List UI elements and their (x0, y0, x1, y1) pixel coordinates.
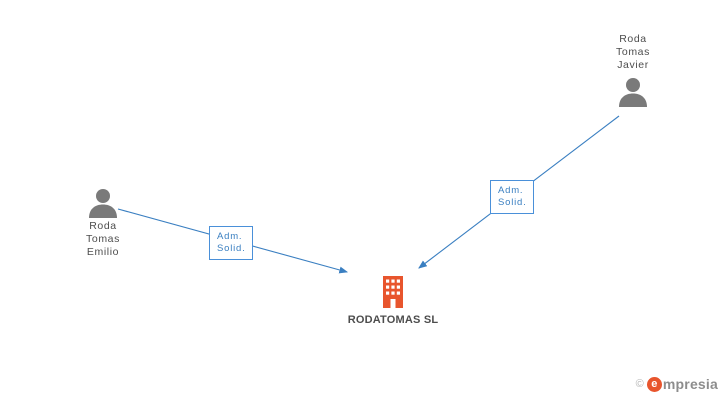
edge-label-javier[interactable]: Adm. Solid. (490, 180, 534, 214)
node-person-roda-tomas-emilio[interactable]: Roda Tomas Emilio (58, 188, 148, 259)
person-label: Roda Tomas Javier (616, 33, 650, 71)
watermark: © e mpresia (636, 376, 718, 392)
person-icon (89, 189, 117, 218)
edge-label-emilio[interactable]: Adm. Solid. (209, 226, 253, 260)
building-icon (383, 276, 403, 308)
person-icon (619, 78, 647, 107)
node-company-rodatomas-sl[interactable]: RODATOMAS SL (313, 276, 473, 326)
brand-text: mpresia (662, 376, 718, 392)
copyright-icon: © (635, 378, 644, 390)
person-label: Roda Tomas Emilio (86, 220, 120, 258)
brand-initial-icon: e (646, 376, 662, 392)
company-label: RODATOMAS SL (347, 314, 439, 326)
node-person-roda-tomas-javier[interactable]: Roda Tomas Javier (588, 33, 678, 107)
